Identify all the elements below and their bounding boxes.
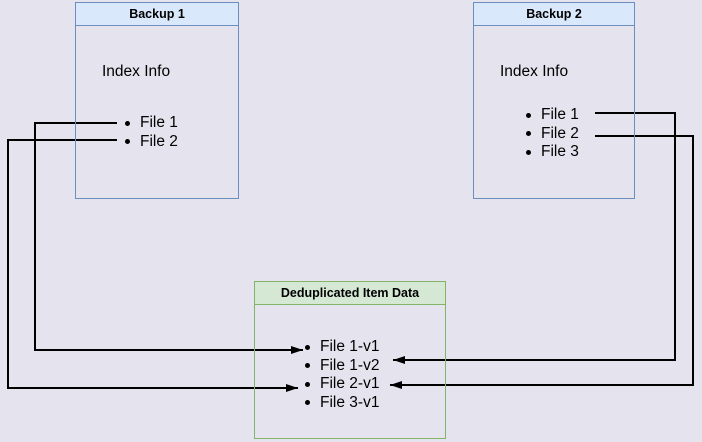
dedup-file-list: File 1-v1 File 1-v2 File 2-v1 File 3-v1 xyxy=(305,338,379,412)
dedup-header: Deduplicated Item Data xyxy=(255,282,445,305)
file-item: File 2 xyxy=(526,125,579,144)
file-item: File 1-v1 xyxy=(305,338,379,357)
file-item: File 1 xyxy=(526,106,579,125)
backup1-box: Backup 1 Index Info File 1 File 2 xyxy=(75,2,239,199)
backup1-subtitle: Index Info xyxy=(102,63,171,80)
backup2-file-list: File 1 File 2 File 3 xyxy=(526,106,579,162)
file-item: File 1 xyxy=(125,114,178,133)
backup2-box: Backup 2 Index Info File 1 File 2 File 3 xyxy=(473,2,635,199)
backup2-subtitle: Index Info xyxy=(500,63,569,80)
file-item: File 2 xyxy=(125,133,178,152)
backup2-header: Backup 2 xyxy=(474,3,634,26)
deduplicated-item-data-box: Deduplicated Item Data File 1-v1 File 1-… xyxy=(254,281,446,439)
file-item: File 3-v1 xyxy=(305,394,379,413)
file-item: File 3 xyxy=(526,143,579,162)
backup1-title: Backup 1 xyxy=(129,7,185,21)
backup2-title: Backup 2 xyxy=(526,7,582,21)
backup1-header: Backup 1 xyxy=(76,3,238,26)
dedup-title: Deduplicated Item Data xyxy=(280,286,420,300)
backup1-file-list: File 1 File 2 xyxy=(125,114,178,151)
file-item: File 1-v2 xyxy=(305,357,379,376)
file-item: File 2-v1 xyxy=(305,375,379,394)
